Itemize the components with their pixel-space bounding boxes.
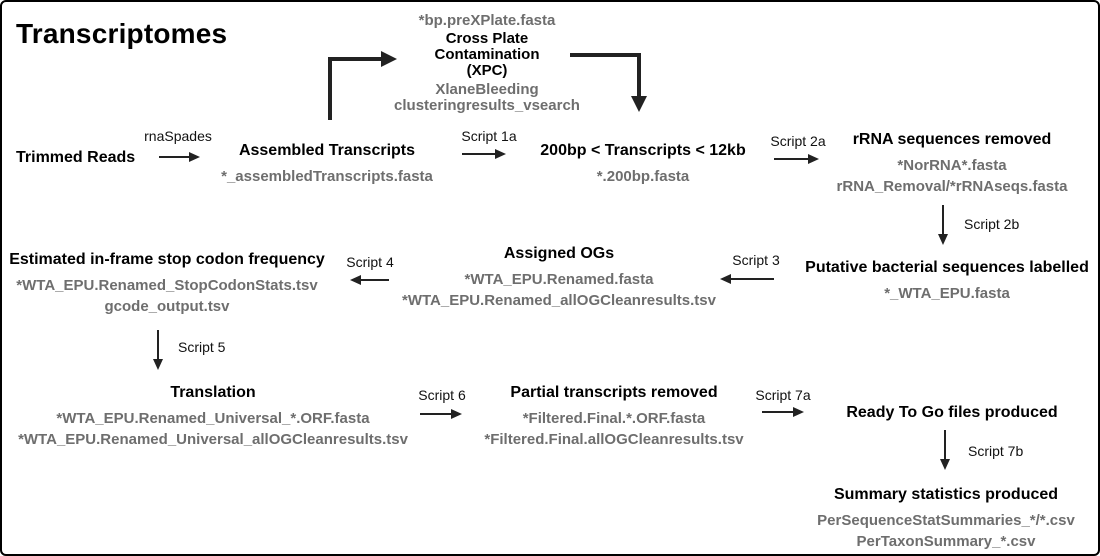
node-summary-statistics: Summary statistics produced PerSequenceS… — [817, 485, 1075, 552]
node-file: *WTA_EPU.Renamed.fasta — [464, 271, 654, 288]
node-file: *NorRNA*.fasta — [897, 157, 1007, 174]
node-file: *Filtered.Final.allOGCleanresults.tsv — [484, 431, 744, 448]
node-partial-transcripts-removed: Partial transcripts removed *Filtered.Fi… — [484, 383, 743, 450]
arrow-script1a — [462, 149, 506, 159]
node-file: *.200bp.fasta — [596, 168, 690, 185]
node-title: Partial transcripts removed — [510, 384, 718, 401]
node-file: clusteringresults_vsearch — [394, 97, 580, 114]
node-title: Putative bacterial sequences labelled — [805, 259, 1089, 276]
node-file: XlaneBleeding — [435, 81, 539, 98]
node-title: rRNA sequences removed — [852, 131, 1052, 148]
node-file: *WTA_EPU.Renamed_Universal_*.ORF.fasta — [56, 410, 370, 427]
node-file: gcode_output.tsv — [104, 298, 230, 315]
arrow-label-script6: Script 6 — [418, 387, 466, 403]
arrow-script7a — [762, 407, 804, 417]
arrow-rnaspades — [159, 152, 200, 162]
arrow-script3 — [720, 274, 774, 284]
arrow-elbow-xpc-to-size-filter — [570, 53, 647, 112]
node-file: *WTA_EPU.Renamed_allOGCleanresults.tsv — [402, 292, 716, 309]
node-title-line: Cross Plate — [445, 30, 529, 47]
arrow-script7b — [940, 430, 950, 470]
node-file: *WTA_EPU.Renamed_StopCodonStats.tsv — [16, 277, 318, 294]
node-file: *_WTA_EPU.fasta — [884, 285, 1010, 302]
arrow-script2a — [774, 154, 819, 164]
node-assembled-transcripts: Assembled Transcripts *_assembledTranscr… — [221, 141, 433, 187]
node-file: rRNA_Removal/*rRNAseqs.fasta — [836, 178, 1068, 195]
node-file: PerTaxonSummary_*.csv — [856, 533, 1036, 550]
arrow-script6 — [420, 409, 462, 419]
arrow-label-script2b: Script 2b — [964, 216, 1020, 232]
node-trimmed-reads: Trimmed Reads — [16, 148, 135, 173]
arrow-script2b — [938, 205, 948, 245]
node-putative-bacterial-labelled: Putative bacterial sequences labelled *_… — [805, 258, 1089, 304]
arrow-label-script4: Script 4 — [346, 254, 394, 270]
node-assigned-ogs: Assigned OGs *WTA_EPU.Renamed.fasta *WTA… — [402, 244, 716, 311]
arrow-label-script3: Script 3 — [732, 252, 780, 268]
node-file: *WTA_EPU.Renamed_Universal_allOGCleanres… — [18, 431, 408, 448]
node-title: Translation — [170, 384, 256, 401]
arrow-label-script7b: Script 7b — [968, 443, 1024, 459]
node-size-filtered-transcripts: 200bp < Transcripts < 12kb *.200bp.fasta — [540, 141, 745, 187]
node-file: *_assembledTranscripts.fasta — [221, 168, 433, 185]
node-title-line: Contamination — [434, 46, 540, 63]
arrow-label-script7a: Script 7a — [755, 387, 811, 403]
node-translation: Translation *WTA_EPU.Renamed_Universal_*… — [18, 383, 408, 450]
node-file: *Filtered.Final.*.ORF.fasta — [522, 410, 706, 427]
node-title: 200bp < Transcripts < 12kb — [540, 142, 746, 159]
node-title: Summary statistics produced — [833, 486, 1059, 503]
page-title: Transcriptomes — [16, 18, 228, 49]
node-rrna-sequences-removed: rRNA sequences removed *NorRNA*.fasta rR… — [837, 130, 1068, 197]
node-title: Assembled Transcripts — [238, 142, 416, 159]
node-stop-codon-frequency: Estimated in-frame stop codon frequency … — [9, 250, 325, 317]
arrow-label-script1a: Script 1a — [461, 128, 517, 144]
node-file: PerSequenceStatSummaries_*/*.csv — [817, 512, 1075, 529]
arrow-label-script5: Script 5 — [178, 339, 226, 355]
node-title-line: (XPC) — [466, 62, 508, 79]
node-title: Assigned OGs — [503, 245, 615, 262]
node-title: Ready To Go files produced — [846, 404, 1058, 421]
arrow-script4 — [350, 275, 389, 285]
node-title: Trimmed Reads — [16, 149, 136, 166]
node-file: *bp.preXPlate.fasta — [418, 12, 556, 29]
arrow-label-script2a: Script 2a — [770, 133, 826, 149]
node-ready-to-go: Ready To Go files produced — [846, 403, 1057, 428]
node-cross-plate-contamination: *bp.preXPlate.fasta Cross Plate Contamin… — [394, 13, 580, 114]
arrow-elbow-assembled-to-xpc — [328, 51, 397, 120]
arrow-label-rnaspades: rnaSpades — [144, 128, 212, 144]
arrow-script5 — [153, 330, 163, 370]
node-title: Estimated in-frame stop codon frequency — [9, 251, 325, 268]
